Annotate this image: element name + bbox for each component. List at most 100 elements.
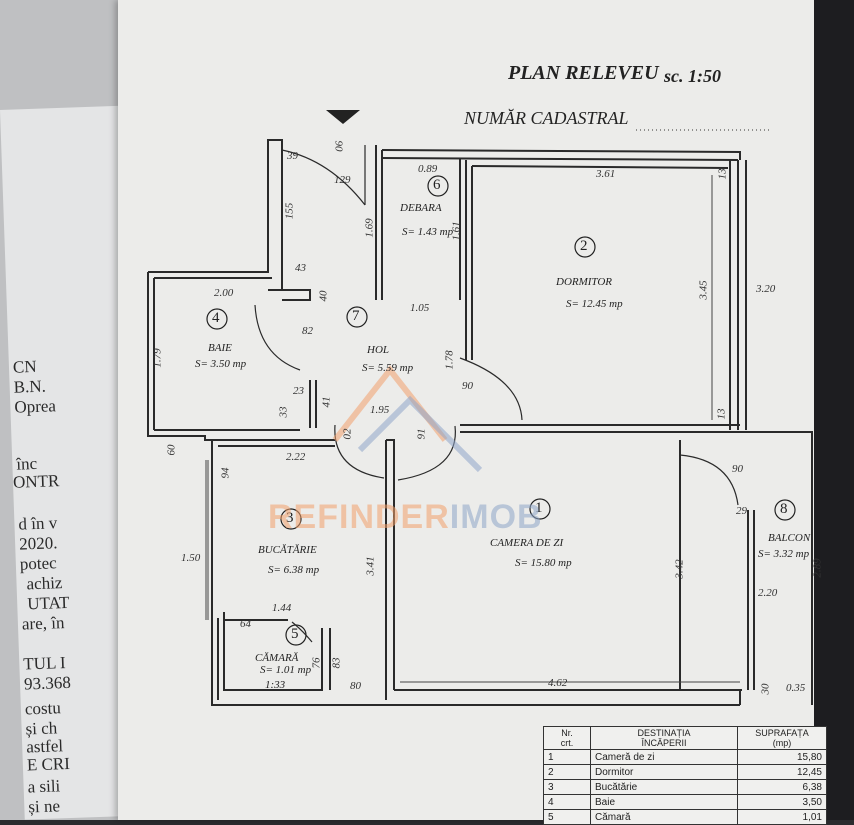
floor-plan-sheet xyxy=(118,0,828,820)
dimension-label: 39 xyxy=(287,150,298,162)
table-cell-name: Cameră de zi xyxy=(590,749,738,765)
dimension-label: 23 xyxy=(293,385,304,397)
dimension-label: 80 xyxy=(350,680,361,692)
watermark-logo: REFINDERIMOB xyxy=(268,498,543,536)
outer-wall xyxy=(147,272,740,706)
north-arrow-icon xyxy=(326,110,360,124)
dimension-label: 3.41 xyxy=(364,556,377,576)
room-number-4: 4 xyxy=(212,310,220,326)
dimension-label: 13 xyxy=(716,168,729,180)
dimension-label: 82 xyxy=(302,325,313,337)
dimension-label: 2.00 xyxy=(214,287,234,299)
dimension-label: 1.78 xyxy=(443,350,456,370)
dimension-label: 1.50 xyxy=(181,552,201,564)
table-cell-name: Baie xyxy=(590,794,738,810)
cadastral-label: NUMĂR CADASTRAL xyxy=(464,108,629,128)
dimension-label: 41 xyxy=(320,396,333,408)
table-cell-name: Bucătărie xyxy=(590,779,738,795)
table-cell-nr: 4 xyxy=(543,794,591,810)
table-cell-nr: 1 xyxy=(543,749,591,765)
dimension-label: 1.61 xyxy=(450,221,463,241)
table-header-nr: Nr.crt. xyxy=(543,726,591,750)
room-area-7: S= 5.59 mp xyxy=(362,362,414,374)
camara-dim: 1:33 xyxy=(265,679,286,691)
table-cell-name: Cămară xyxy=(590,809,738,825)
dimension-label: 1.95 xyxy=(370,404,390,416)
room-area-2: S= 12.45 mp xyxy=(566,298,623,310)
dimension-label: 40 xyxy=(317,290,330,302)
room-number-6: 6 xyxy=(433,177,441,193)
room-name-8: BALCON xyxy=(768,532,811,544)
plan-scale: sc. 1:50 xyxy=(664,66,721,86)
dimension-label: 29 xyxy=(736,505,747,517)
dimension-label: 43 xyxy=(295,262,306,274)
dimension-label: 1.44 xyxy=(272,602,292,614)
room-name-2: DORMITOR xyxy=(556,276,613,288)
background-right xyxy=(814,0,854,820)
dimension-label: 3.61 xyxy=(596,168,616,180)
room-number-5: 5 xyxy=(291,626,299,642)
plan-title: PLAN RELEVEU xyxy=(508,62,659,84)
dimension-label: 60 xyxy=(165,444,178,456)
dimension-label: 76 xyxy=(310,657,323,669)
dimension-label: 30 xyxy=(759,683,772,695)
dimension-label: 129 xyxy=(334,174,351,186)
table-row: 3 Bucătărie 6,38 xyxy=(543,779,827,795)
table-cell-area: 15,80 xyxy=(737,749,827,765)
dimension-label: 1.69 xyxy=(363,218,376,238)
room-area-1: S= 15.80 mp xyxy=(515,557,572,569)
dimension-label: 3.20 xyxy=(756,283,776,295)
room-area-4: S= 3.50 mp xyxy=(195,358,247,370)
dimension-label: 1.05 xyxy=(410,302,430,314)
room-name-7: HOL xyxy=(367,344,390,356)
room-name-1: CAMERA DE ZI xyxy=(490,537,564,549)
room-area-6: S= 1.43 mp xyxy=(402,226,454,238)
table-cell-area: 12,45 xyxy=(737,764,827,780)
dimension-label: 2.89 xyxy=(811,558,824,578)
room-number-3: 3 xyxy=(286,510,294,526)
room-area-3: S= 6.38 mp xyxy=(268,564,320,576)
room-number-8: 8 xyxy=(780,501,788,517)
dimension-label: 94 xyxy=(219,467,232,479)
room-area-8: S= 3.32 mp xyxy=(758,548,810,560)
dimension-label: 33 xyxy=(277,406,290,418)
table-cell-nr: 3 xyxy=(543,779,591,795)
dimension-label: 4.62 xyxy=(548,677,568,689)
dimension-label: 02 xyxy=(341,428,354,440)
dimension-label: 90 xyxy=(332,140,345,152)
dimension-label: 155 xyxy=(283,202,296,220)
table-cell-area: 6,38 xyxy=(737,779,827,795)
dimension-label: 91 xyxy=(415,428,428,440)
room-number-7: 7 xyxy=(352,308,360,324)
dimension-label: 0.89 xyxy=(418,163,438,175)
room-name-6: DEBARA xyxy=(400,202,442,214)
table-cell-nr: 2 xyxy=(543,764,591,780)
dimension-label: 64 xyxy=(240,618,251,630)
room-name-4: BAIE xyxy=(208,342,232,354)
dimension-label: 0.35 xyxy=(786,682,806,694)
table-row: 5 Cămară 1,01 xyxy=(543,809,827,825)
table-row: 1 Cameră de zi 15,80 xyxy=(543,749,827,765)
room-name-5: CĂMARĂ xyxy=(255,652,299,664)
table-cell-area: 3,50 xyxy=(737,794,827,810)
dimension-label: 90 xyxy=(732,463,743,475)
table-row: 4 Baie 3,50 xyxy=(543,794,827,810)
room-number-1: 1 xyxy=(535,500,543,516)
room-area-5: S= 1.01 mp xyxy=(260,664,312,676)
room-number-2: 2 xyxy=(580,238,588,254)
dimension-label: 83 xyxy=(330,657,343,669)
table-cell-area: 1,01 xyxy=(737,809,827,825)
table-row: 2 Dormitor 12,45 xyxy=(543,764,827,780)
table-cell-name: Dormitor xyxy=(590,764,738,780)
dimension-label: 90 xyxy=(462,380,473,392)
dimension-label: 1.79 xyxy=(151,348,164,368)
dimension-label: 3.45 xyxy=(697,280,710,300)
table-header-surface: SUPRAFAȚA(mp) xyxy=(737,726,827,750)
table-cell-nr: 5 xyxy=(543,809,591,825)
dimension-label: 2.20 xyxy=(758,587,778,599)
dimension-label: 2.22 xyxy=(286,451,306,463)
dimension-label: 3.42 xyxy=(673,559,686,579)
